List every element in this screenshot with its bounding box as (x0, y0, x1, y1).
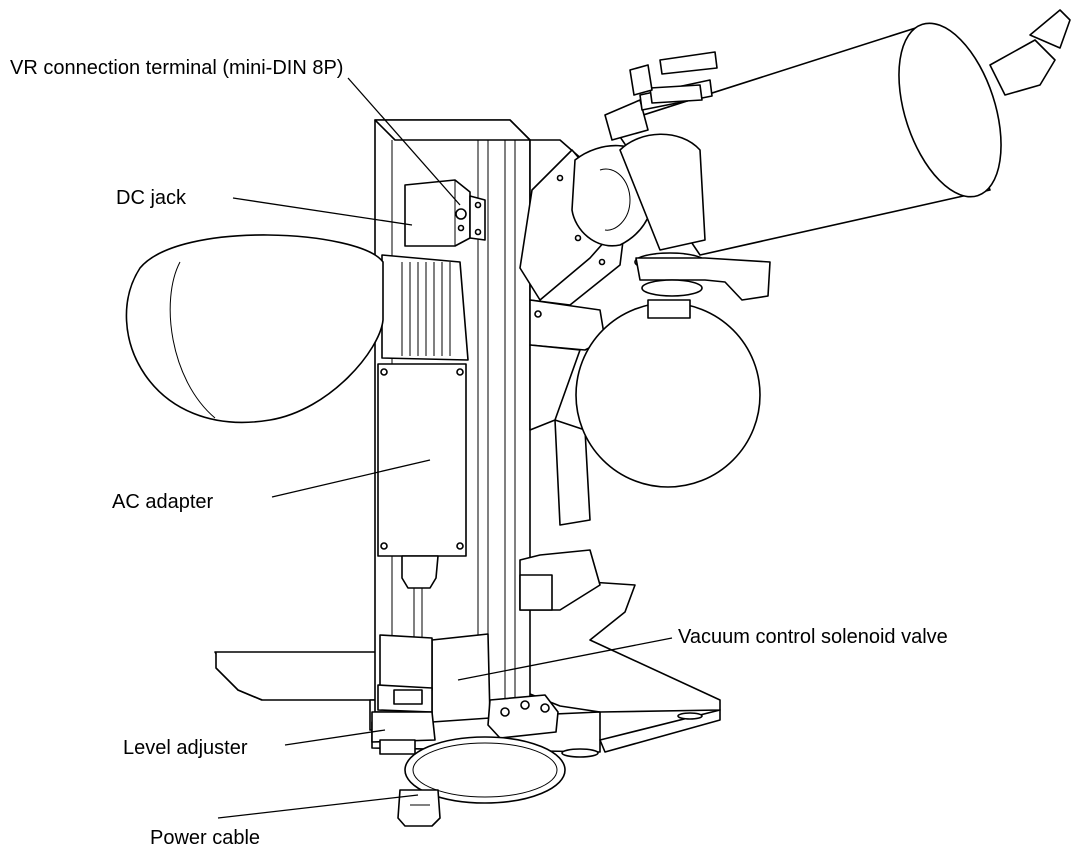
label-dc-jack: DC jack (116, 187, 187, 209)
solenoid-valve (377, 633, 559, 739)
condenser (571, 9, 1071, 256)
leader-lines (217, 77, 673, 819)
leader-dc-jack (232, 197, 413, 226)
leader-solenoid-valve (457, 637, 673, 681)
leader-power-cable (217, 794, 419, 819)
label-solenoid-valve: Vacuum control solenoid valve (678, 626, 948, 648)
label-ac-adapter: AC adapter (112, 491, 214, 513)
power-cable-coil (397, 736, 566, 827)
label-level-adjuster: Level adjuster (123, 737, 248, 759)
ac-adapter (377, 254, 469, 735)
leader-vr-terminal (347, 77, 461, 206)
label-power-cable: Power cable (150, 827, 261, 849)
flask-clamp (634, 252, 771, 301)
base-stand (214, 579, 721, 758)
leader-ac-adapter (271, 459, 431, 498)
dc-jack-box (404, 179, 486, 247)
label-vr-terminal: VR connection terminal (mini-DIN 8P) (10, 57, 344, 79)
leader-level-adjuster (284, 729, 386, 746)
receiving-flask (125, 234, 384, 423)
evaporating-flask (575, 299, 761, 488)
